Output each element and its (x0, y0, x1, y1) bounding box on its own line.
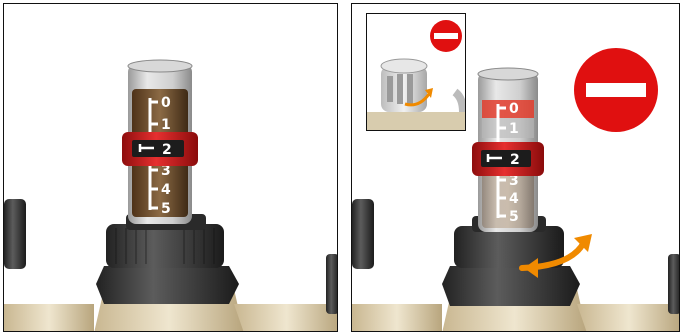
knurled-ring-right (454, 226, 564, 268)
scale-label-left-1: 1 (161, 117, 171, 133)
flow-meter-illustration-left: 0 1 3 4 5 2 (4, 4, 338, 332)
no-entry-icon (574, 48, 658, 132)
selected-scale-value-right: 2 (510, 152, 520, 168)
scale-label-right-5: 5 (509, 209, 519, 225)
inset-no-entry-icon (430, 20, 462, 52)
brass-body-left (4, 304, 94, 332)
scale-label-left-4: 4 (161, 182, 171, 198)
hex-nut-right (442, 266, 580, 306)
scale-label-right-1: 1 (509, 121, 519, 137)
scale-label-left-0: 0 (161, 95, 171, 111)
knurled-ring (106, 224, 224, 268)
left-panel: 0 1 3 4 5 2 (3, 3, 338, 332)
selected-scale-value-left: 2 (162, 142, 172, 158)
scale-label-right-4: 4 (509, 191, 519, 207)
hex-nut (96, 266, 239, 304)
scale-label-left-5: 5 (161, 201, 171, 217)
right-panel: 0 1 3 4 5 2 (351, 3, 680, 332)
inset-view (366, 13, 466, 131)
scale-label-right-0: 0 (509, 101, 519, 117)
